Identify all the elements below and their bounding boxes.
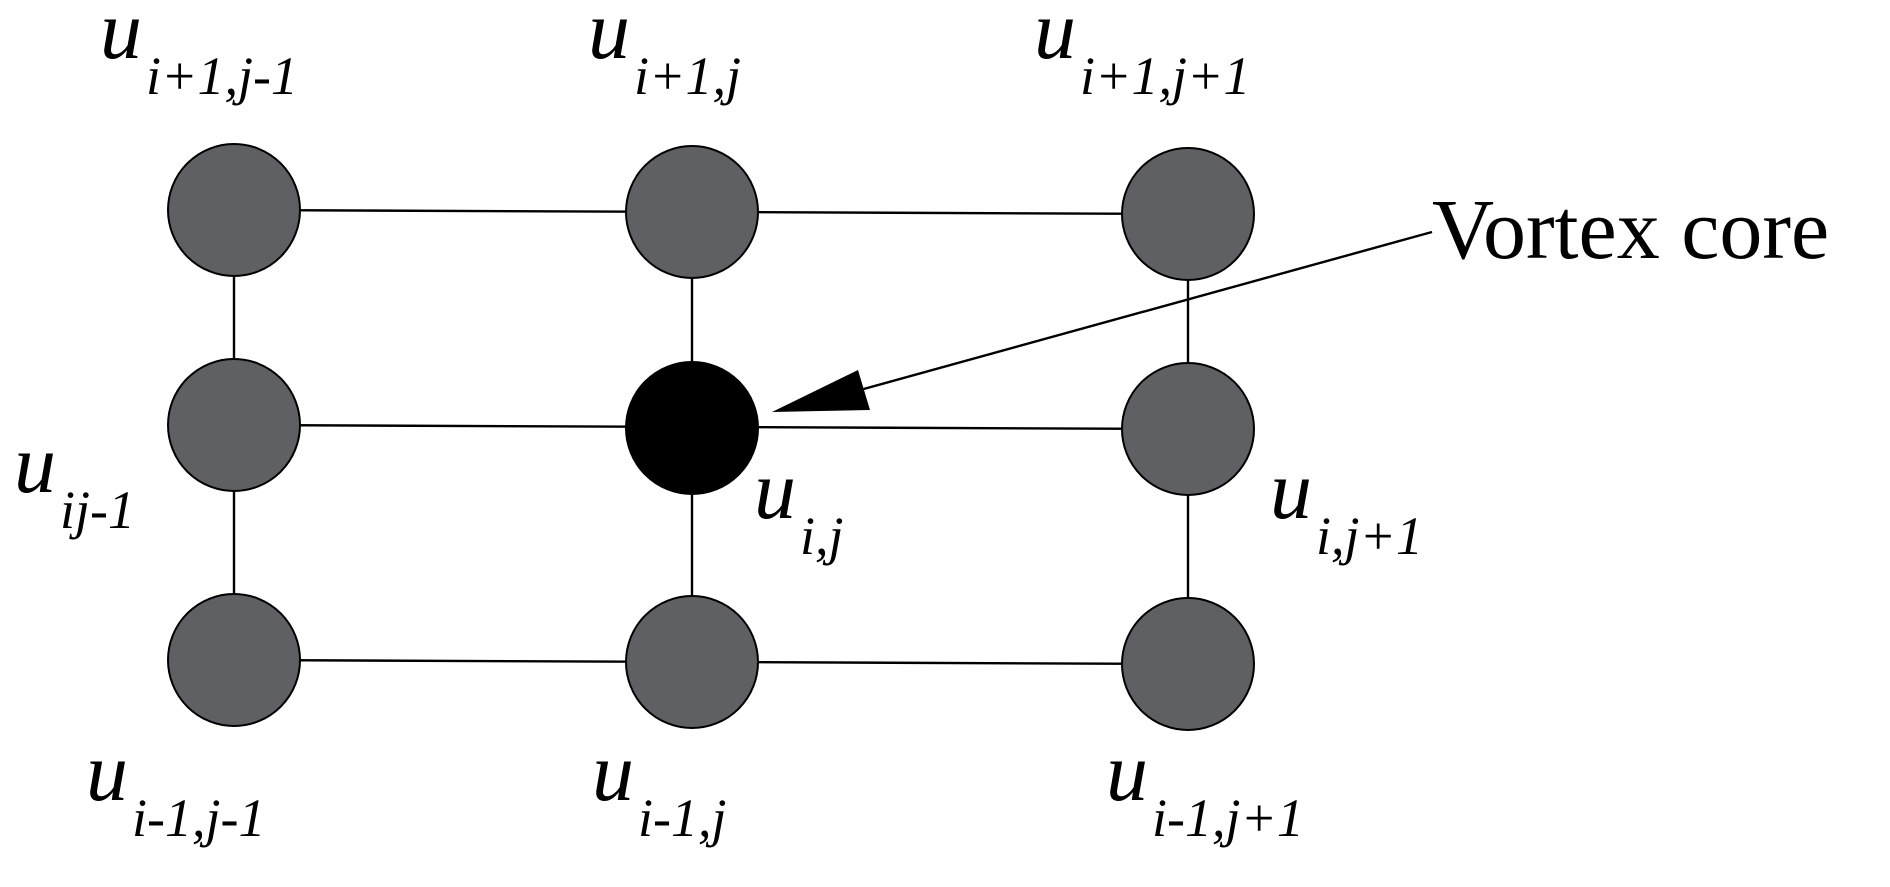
label-i-jm1-main: u — [14, 418, 56, 511]
label-im1-j-sub: i-1,j — [638, 788, 727, 848]
label-im1-jp1-sub: i-1,j+1 — [1152, 788, 1304, 848]
label-i-jp1-main: u — [1270, 444, 1312, 537]
label-im1-jm1-sub: i-1,j-1 — [132, 788, 265, 848]
vortex-core-label: Vortex core — [1432, 181, 1829, 277]
label-im1-jp1-main: u — [1106, 726, 1148, 819]
label-ip1-jp1-sub: i+1,j+1 — [1080, 46, 1250, 106]
label-im1-j-main: u — [592, 726, 634, 819]
node-ip1-j — [625, 145, 759, 279]
label-i-j-sub: i,j — [800, 506, 844, 566]
label-im1-jm1-main: u — [86, 726, 128, 819]
label-im1-jm1: ui-1,j-1 — [86, 726, 265, 848]
label-im1-jp1: ui-1,j+1 — [1106, 726, 1304, 848]
node-i-jm1 — [167, 358, 301, 492]
node-labels: ui+1,j-1 ui+1,j ui+1,j+1 uij-1 ui,j ui,j… — [14, 0, 1423, 848]
label-im1-j: ui-1,j — [592, 726, 727, 848]
label-i-jp1-sub: i,j+1 — [1316, 506, 1423, 566]
label-ip1-jp1: ui+1,j+1 — [1034, 0, 1250, 106]
label-i-jm1: uij-1 — [14, 418, 135, 540]
node-ip1-jm1 — [167, 143, 301, 277]
label-i-jp1: ui,j+1 — [1270, 444, 1423, 566]
arrow-shaft — [859, 230, 1433, 392]
label-ip1-jp1-main: u — [1034, 0, 1076, 77]
arrow-head-icon — [772, 370, 870, 412]
label-i-jm1-sub: ij-1 — [60, 480, 135, 540]
node-ip1-jp1 — [1121, 147, 1255, 281]
node-im1-j — [625, 595, 759, 729]
label-ip1-j: ui+1,j — [588, 0, 741, 106]
node-im1-jm1 — [167, 593, 301, 727]
label-ip1-jm1: ui+1,j-1 — [100, 0, 298, 106]
label-ip1-jm1-main: u — [100, 0, 142, 77]
node-im1-jp1 — [1121, 597, 1255, 731]
vortex-core-arrow — [772, 230, 1433, 412]
node-i-j-vortex-core — [625, 361, 759, 495]
node-i-jp1 — [1121, 362, 1255, 496]
grid-nodes — [167, 143, 1255, 731]
label-ip1-j-main: u — [588, 0, 630, 77]
label-i-j: ui,j — [754, 444, 844, 566]
label-ip1-j-sub: i+1,j — [634, 46, 741, 106]
label-i-j-main: u — [754, 444, 796, 537]
label-ip1-jm1-sub: i+1,j-1 — [146, 46, 298, 106]
